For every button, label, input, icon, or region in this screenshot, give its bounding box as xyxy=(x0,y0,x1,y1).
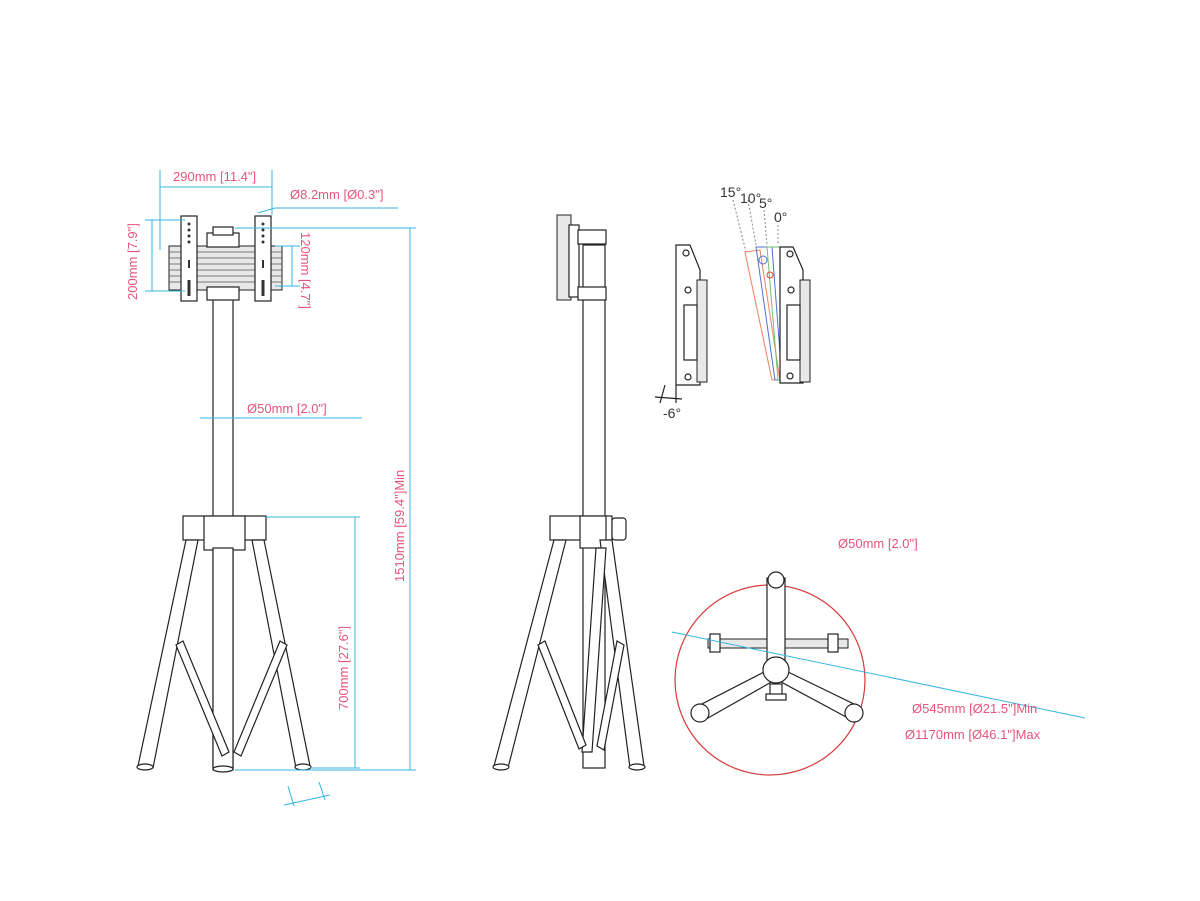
tripod-height-dimension: 700mm [27.6"] xyxy=(336,626,351,710)
back-tilt-angle: -6° xyxy=(663,405,681,421)
tilt-angle-10: 10° xyxy=(740,190,761,206)
right-rail xyxy=(254,215,272,302)
width-dimension: 290mm [11.4"] xyxy=(173,169,256,184)
tilt-angle-0: 0° xyxy=(774,209,787,225)
right-brace xyxy=(233,640,288,757)
vertical-inner-dimension: 120mm [4.7"] xyxy=(298,232,313,309)
dimension-lines xyxy=(145,170,416,807)
left-rail xyxy=(180,215,198,302)
max-span-dimension: Ø1170mm [Ø46.1"]Max xyxy=(905,727,1041,742)
tilt-detail-back: -6° xyxy=(654,244,708,421)
tilt-angle-5: 5° xyxy=(759,195,772,211)
front-view: 290mm [11.4"] Ø8.2mm [Ø0.3"] 200mm [7.9"… xyxy=(125,169,416,807)
pole-diameter-dimension: Ø50mm [2.0"] xyxy=(247,401,327,416)
total-height-dimension: 1510mm [59.4"]Min xyxy=(392,470,407,582)
tilt-angle-15: 15° xyxy=(720,184,741,200)
leg-diameter-dimension: Ø50mm [2.0"] xyxy=(838,536,918,551)
vertical-outer-dimension: 200mm [7.9"] xyxy=(125,223,140,300)
tilt-detail-forward: 15° 10° 5° 0° xyxy=(720,184,811,384)
side-view xyxy=(492,214,646,771)
hole-dimension: Ø8.2mm [Ø0.3"] xyxy=(290,187,383,202)
bottom-clamp xyxy=(206,286,240,301)
base-hub xyxy=(762,656,790,684)
side-knob xyxy=(611,517,627,541)
left-brace xyxy=(175,640,230,757)
min-span-dimension: Ø545mm [Ø21.5"]Min xyxy=(912,701,1037,716)
base-detail: Ø50mm [2.0"] Ø545mm [Ø21.5"]Min Ø1170mm … xyxy=(671,536,1086,776)
